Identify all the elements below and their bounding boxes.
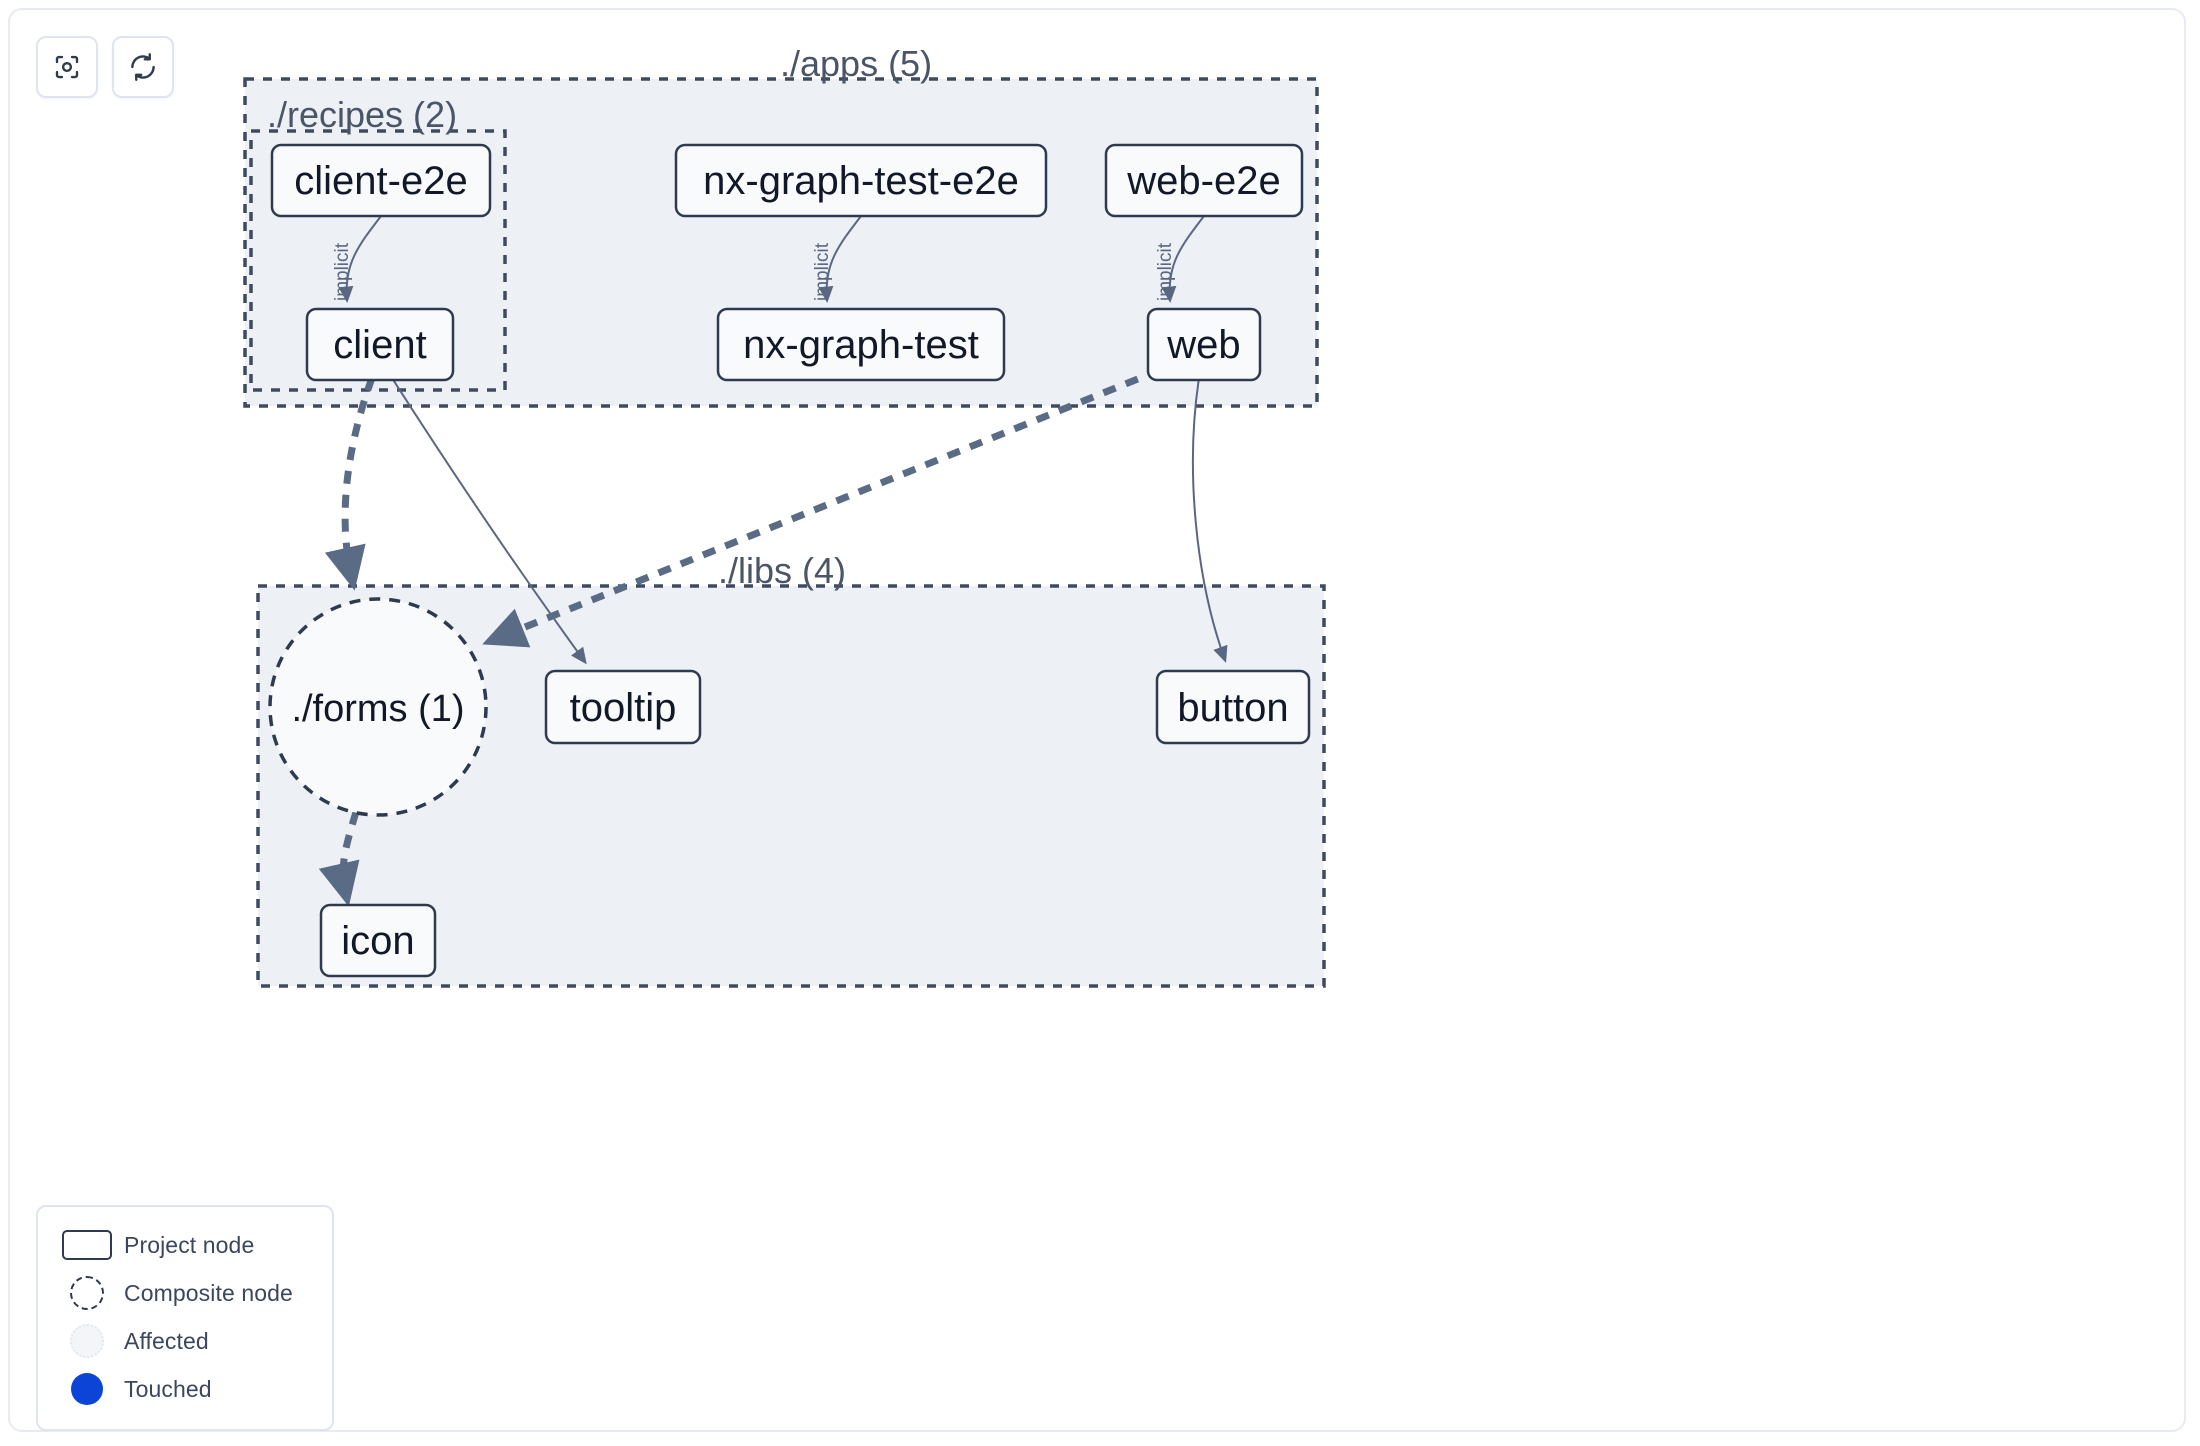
graph-legend: Project node Composite node Affected Tou…	[36, 1205, 334, 1431]
node-nx-graph-test-e2e[interactable]: nx-graph-test-e2e	[674, 143, 1048, 218]
touched-swatch	[56, 1373, 118, 1405]
node-shape-composite[interactable]	[268, 597, 488, 817]
edge-path	[324, 376, 376, 591]
edge-path	[391, 377, 587, 665]
node-label: button	[1177, 686, 1288, 730]
node-shape[interactable]	[716, 307, 1006, 382]
graph-edges: implicit implicit implicit	[318, 215, 1228, 907]
edge-client-to-forms[interactable]	[324, 376, 376, 591]
node-shape[interactable]	[319, 903, 437, 978]
node-nx-graph-test[interactable]: nx-graph-test	[716, 307, 1006, 382]
refresh-icon	[128, 52, 158, 82]
edge-path	[338, 215, 382, 303]
node-label: web-e2e	[1126, 159, 1280, 203]
node-shape[interactable]	[544, 669, 702, 745]
group-apps-label: ./apps (5)	[780, 43, 932, 84]
node-button[interactable]: button	[1155, 669, 1311, 745]
node-label: ./forms (1)	[291, 688, 464, 730]
edge-path	[1191, 377, 1228, 663]
legend-item-touched: Touched	[56, 1365, 314, 1413]
legend-item-composite-node: Composite node	[56, 1269, 314, 1317]
focus-target-icon	[52, 52, 82, 82]
refresh-graph-button[interactable]	[112, 36, 174, 98]
edge-web-e2e-to-web[interactable]: implicit	[1155, 215, 1205, 303]
node-label: web	[1166, 323, 1240, 367]
node-shape[interactable]	[305, 307, 455, 382]
node-shape[interactable]	[1155, 669, 1311, 745]
edge-web-to-button[interactable]	[1191, 377, 1228, 663]
node-client-e2e[interactable]: client-e2e	[270, 143, 492, 218]
node-shape[interactable]	[1146, 307, 1262, 382]
node-web[interactable]: web	[1146, 307, 1262, 382]
graph-toolbar	[36, 36, 174, 98]
legend-label-affected: Affected	[124, 1327, 209, 1354]
node-label: icon	[341, 919, 414, 963]
node-label: nx-graph-test-e2e	[703, 159, 1019, 203]
edge-client-e2e-to-client[interactable]: implicit	[332, 215, 382, 303]
node-label: nx-graph-test	[743, 323, 979, 367]
edge-label-implicit: implicit	[332, 242, 353, 301]
node-label: tooltip	[570, 686, 677, 730]
node-client[interactable]: client	[305, 307, 455, 382]
edge-path	[1161, 215, 1205, 303]
edge-label-implicit: implicit	[812, 242, 833, 301]
legend-label-composite-node: Composite node	[124, 1279, 293, 1306]
edge-forms-to-icon[interactable]	[318, 810, 360, 907]
affected-swatch	[56, 1324, 118, 1358]
legend-label-touched: Touched	[124, 1375, 212, 1402]
node-shape[interactable]	[270, 143, 492, 218]
node-web-e2e[interactable]: web-e2e	[1104, 143, 1304, 218]
edge-path	[818, 215, 862, 303]
composite-node-swatch	[56, 1276, 118, 1310]
node-shape[interactable]	[1104, 143, 1304, 218]
edge-path	[318, 810, 360, 907]
node-icon[interactable]: icon	[319, 903, 437, 978]
node-forms[interactable]: ./forms (1)	[268, 597, 488, 817]
legend-item-project-node: Project node	[56, 1221, 314, 1269]
group-libs-label: ./libs (4)	[718, 550, 846, 591]
focus-graph-button[interactable]	[36, 36, 98, 98]
edge-client-to-tooltip[interactable]	[391, 377, 587, 665]
node-tooltip[interactable]: tooltip	[544, 669, 702, 745]
node-label: client-e2e	[294, 159, 467, 203]
legend-item-affected: Affected	[56, 1317, 314, 1365]
edge-label-implicit: implicit	[1155, 242, 1176, 301]
project-node-swatch	[56, 1230, 118, 1260]
node-label: client	[333, 323, 426, 367]
legend-label-project-node: Project node	[124, 1231, 255, 1258]
group-recipes-label: ./recipes (2)	[267, 94, 457, 135]
edge-nx-graph-test-e2e-to-nx-graph-test[interactable]: implicit	[812, 215, 862, 303]
node-shape[interactable]	[674, 143, 1048, 218]
graph-nodes: client-e2e nx-graph-test-e2e web-e2e cli…	[268, 143, 1311, 978]
